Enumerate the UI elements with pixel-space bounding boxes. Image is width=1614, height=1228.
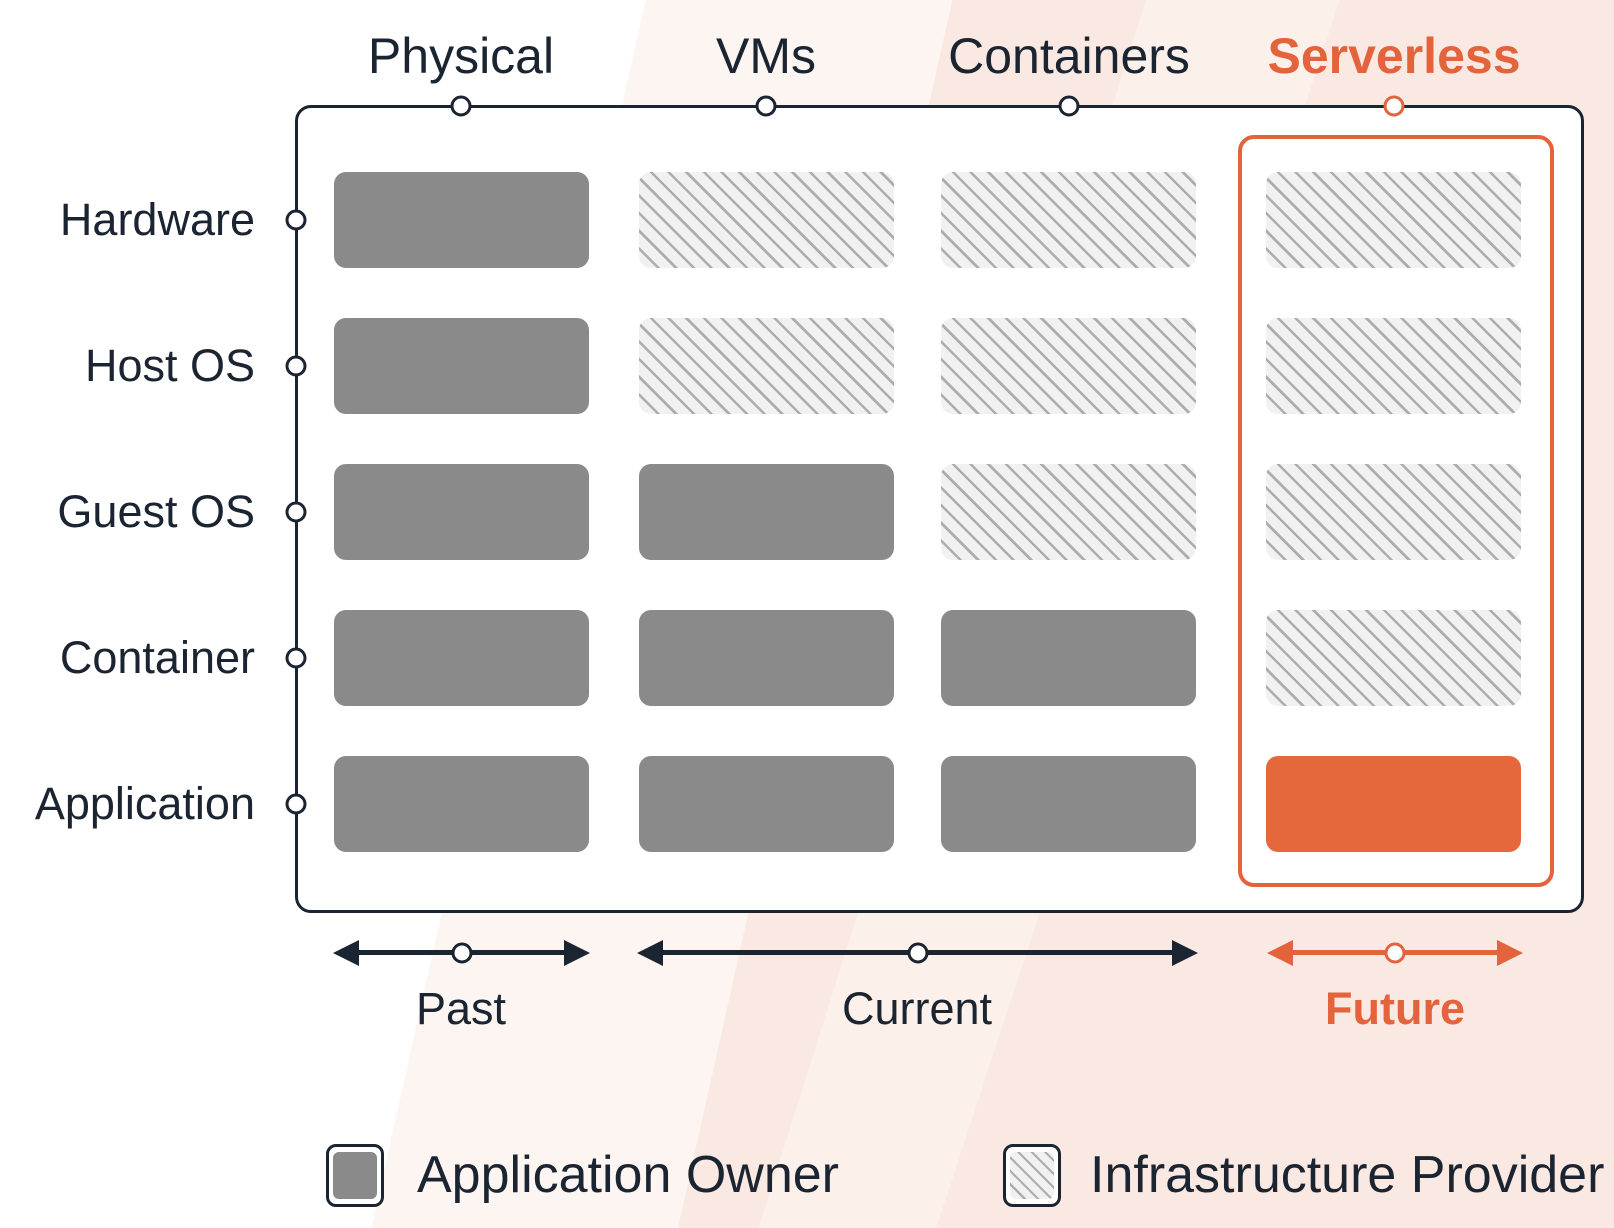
legend-label-infrastructure-provider: Infrastructure Provider <box>1090 1146 1605 1204</box>
cell-guest-os-serverless <box>1266 464 1521 560</box>
connector-dot-host-os <box>285 355 307 377</box>
connector-dot-guest-os <box>285 501 307 523</box>
cell-hardware-serverless <box>1266 172 1521 268</box>
cell-hardware-physical <box>334 172 589 268</box>
column-header-serverless: Serverless <box>1267 28 1521 84</box>
row-label-hardware: Hardware <box>59 194 255 245</box>
connector-dot-serverless <box>1383 95 1405 117</box>
cell-hardware-vms <box>639 172 894 268</box>
connector-dot-hardware <box>285 209 307 231</box>
era-arrow-future <box>1267 927 1523 979</box>
arrowhead-right-icon <box>564 939 590 966</box>
arrowhead-right-icon <box>1172 939 1198 966</box>
cell-host-os-vms <box>639 318 894 414</box>
cell-application-physical <box>334 756 589 852</box>
connector-dot-container <box>285 647 307 669</box>
era-label-past: Past <box>415 983 507 1034</box>
column-header-vms: VMs <box>716 28 816 84</box>
cell-host-os-containers <box>941 318 1196 414</box>
arrowhead-left-icon <box>333 939 359 966</box>
cell-guest-os-physical <box>334 464 589 560</box>
cell-application-serverless <box>1266 756 1521 852</box>
cell-host-os-serverless <box>1266 318 1521 414</box>
cell-guest-os-vms <box>639 464 894 560</box>
era-midpoint-dot <box>451 942 472 963</box>
era-label-future: Future <box>1325 983 1465 1034</box>
connector-dot-application <box>285 793 307 815</box>
era-arrow-current <box>637 927 1198 979</box>
legend-swatch-infrastructure-provider <box>1003 1144 1061 1207</box>
legend-swatch-fill <box>1010 1152 1054 1199</box>
cell-container-serverless <box>1266 610 1521 706</box>
cell-hardware-containers <box>941 172 1196 268</box>
row-label-host-os: Host OS <box>84 340 255 391</box>
arrowhead-right-icon <box>1497 939 1523 966</box>
arrowhead-left-icon <box>637 939 663 966</box>
legend-swatch-fill <box>333 1152 377 1199</box>
legend-swatch-application-owner <box>326 1144 384 1207</box>
serverless-highlight-outline <box>1238 135 1554 887</box>
row-label-guest-os: Guest OS <box>57 486 255 537</box>
legend-label-application-owner: Application Owner <box>417 1146 839 1204</box>
era-label-current: Current <box>841 983 993 1034</box>
era-arrow-past <box>333 927 590 979</box>
connector-dot-vms <box>755 95 777 117</box>
era-midpoint-dot <box>907 942 928 963</box>
cell-guest-os-containers <box>941 464 1196 560</box>
column-header-physical: Physical <box>367 28 555 84</box>
arrowhead-left-icon <box>1267 939 1293 966</box>
connector-dot-containers <box>1058 95 1080 117</box>
cell-application-vms <box>639 756 894 852</box>
column-header-containers: Containers <box>948 28 1190 84</box>
cell-host-os-physical <box>334 318 589 414</box>
cell-application-containers <box>941 756 1196 852</box>
row-label-application: Application <box>34 778 255 829</box>
connector-dot-physical <box>450 95 472 117</box>
cell-container-vms <box>639 610 894 706</box>
row-label-container: Container <box>59 632 255 683</box>
cell-container-physical <box>334 610 589 706</box>
cell-container-containers <box>941 610 1196 706</box>
era-midpoint-dot <box>1384 942 1406 963</box>
